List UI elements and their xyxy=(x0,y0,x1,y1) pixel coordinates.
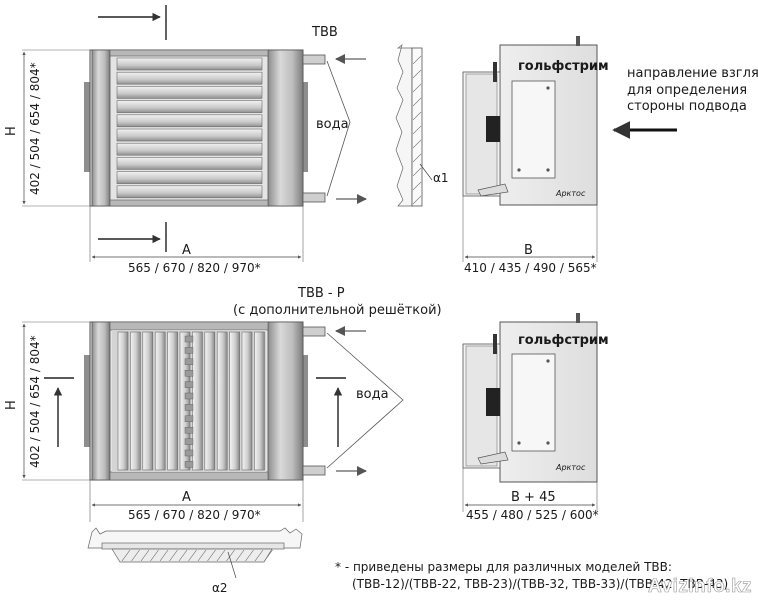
louvre-slat xyxy=(116,185,263,199)
bottom-title: ТВВ - Р xyxy=(297,286,345,301)
height-values: 402 / 504 / 654 / 804* xyxy=(28,335,42,468)
logo-text: Арктос xyxy=(555,463,586,472)
wall-section: α1 xyxy=(395,44,449,207)
louvre-slat xyxy=(116,57,263,71)
alpha1-label: α1 xyxy=(433,171,449,185)
side-letter: B + 45 xyxy=(511,490,556,505)
watermark: Avizinfo.kz xyxy=(648,576,752,597)
grille-slat xyxy=(216,331,228,471)
water-label: вода xyxy=(356,387,389,402)
grille-slat xyxy=(179,331,191,471)
louvre-slat xyxy=(116,157,263,170)
grille-slat xyxy=(192,331,203,471)
alpha2-label: α2 xyxy=(212,581,228,595)
height-letter: H xyxy=(4,126,19,136)
brand-label: гольфстрим xyxy=(518,333,609,348)
view-note-3: стороны подвода xyxy=(627,99,747,114)
louvre-slat xyxy=(116,128,263,142)
side-letter: B xyxy=(524,243,533,258)
brand-label: гольфстрим xyxy=(518,59,609,74)
grille-section: α2 xyxy=(87,527,303,595)
height-letter: H xyxy=(4,400,19,410)
louvre-slats xyxy=(116,57,263,199)
grille-slat xyxy=(254,331,265,471)
bottom-side-view: гольфстрим Арктос xyxy=(462,313,609,483)
width-values: 565 / 670 / 820 / 970* xyxy=(128,508,261,522)
width-letter: A xyxy=(182,490,191,505)
footnote-line-2: (ТВВ-12)/(ТВВ-22, ТВВ-23)/(ТВВ-32, ТВВ-3… xyxy=(352,577,728,591)
view-note-2: для определения xyxy=(627,83,747,98)
louvre-slat xyxy=(116,86,263,99)
side-values: 410 / 435 / 490 / 565* xyxy=(464,261,597,275)
width-values: 565 / 670 / 820 / 970* xyxy=(128,261,261,275)
grille-slat xyxy=(142,331,154,471)
grille-slats xyxy=(117,331,265,471)
bottom-subtitle: (с дополнительной решёткой) xyxy=(233,303,442,318)
footnote-line-1: * - приведены размеры для различных моде… xyxy=(335,560,672,574)
louvre-slat xyxy=(116,100,263,113)
louvre-slat xyxy=(116,142,263,156)
grille-slat xyxy=(130,331,141,471)
grille-slat xyxy=(154,331,166,471)
grille-slat xyxy=(241,331,253,471)
width-letter: A xyxy=(182,243,191,258)
louvre-slat xyxy=(116,114,263,128)
top-title: ТВВ xyxy=(311,25,338,40)
side-values: 455 / 480 / 525 / 600* xyxy=(466,508,599,522)
grille-slat xyxy=(204,331,216,471)
top-front-view xyxy=(84,49,326,207)
grille-slat xyxy=(229,331,240,471)
grille-slat xyxy=(117,331,129,471)
bottom-front-view xyxy=(84,321,326,481)
view-note-1: направление взгляда xyxy=(627,66,758,81)
louvre-slat xyxy=(116,71,263,85)
grille-slat xyxy=(167,331,178,471)
top-side-view: гольфстрим Арктос xyxy=(462,36,609,206)
water-label: вода xyxy=(316,117,349,132)
height-values: 402 / 504 / 654 / 804* xyxy=(28,62,42,195)
louvre-slat xyxy=(116,171,263,184)
logo-text: Арктос xyxy=(555,189,586,198)
